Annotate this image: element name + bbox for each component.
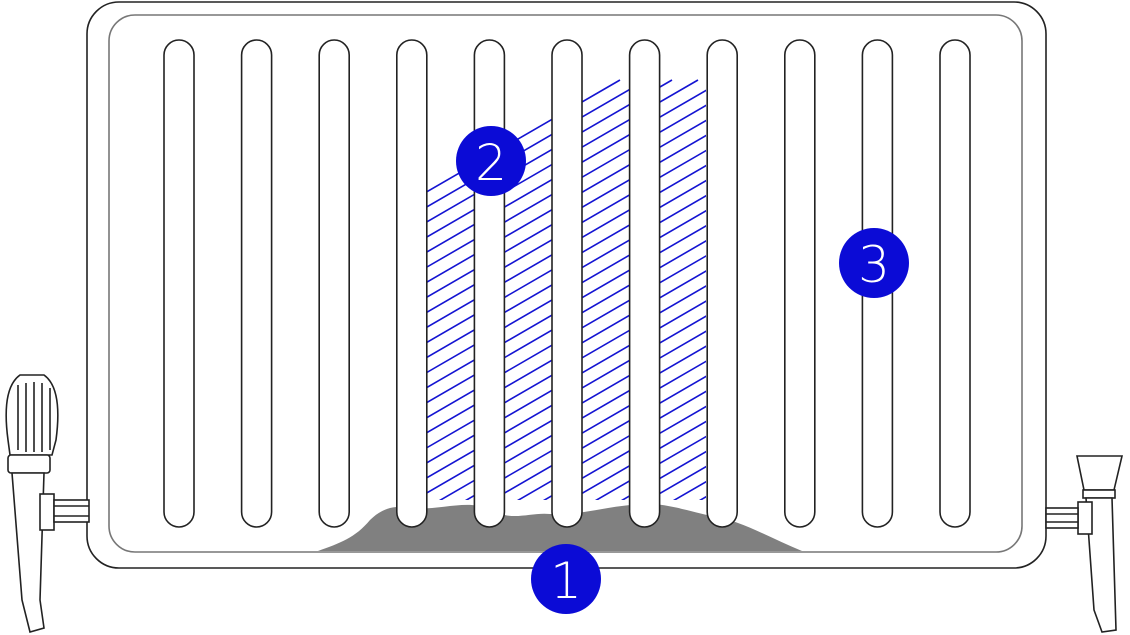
radiator-column bbox=[240, 39, 273, 528]
hatch-line bbox=[1082, 80, 1130, 520]
radiator-column bbox=[939, 39, 971, 528]
badge-2-label: 2 bbox=[475, 134, 507, 192]
badge-1: 1 bbox=[531, 544, 601, 614]
hatch-line bbox=[427, 79, 706, 500]
hatch-line bbox=[427, 79, 706, 500]
hatch-line bbox=[483, 79, 706, 500]
hatch-line bbox=[1108, 80, 1130, 520]
radiator-column bbox=[395, 39, 428, 528]
hatch-line bbox=[427, 79, 706, 500]
lockshield-valve-right bbox=[1045, 455, 1124, 633]
badge-1-circle bbox=[531, 544, 601, 614]
radiator-column bbox=[628, 39, 661, 528]
badge-1-label: 1 bbox=[550, 552, 582, 610]
badge-3-label: 3 bbox=[858, 236, 890, 294]
badge-2-circle bbox=[456, 126, 526, 196]
radiator-column bbox=[318, 39, 351, 528]
hatch-line bbox=[427, 79, 706, 500]
hatch-line bbox=[535, 79, 706, 500]
radiator-column bbox=[551, 39, 583, 528]
radiator-column bbox=[473, 39, 506, 528]
hatch-line bbox=[427, 79, 706, 500]
badge-3: 3 bbox=[839, 228, 909, 298]
radiator-column bbox=[706, 39, 739, 528]
hatch-line bbox=[427, 79, 673, 500]
badge-2: 2 bbox=[456, 126, 526, 196]
hatch-line bbox=[427, 79, 706, 500]
badge-3-circle bbox=[839, 228, 909, 298]
hatch-line bbox=[427, 79, 706, 500]
hatch-line bbox=[427, 79, 706, 500]
hatch-line bbox=[457, 79, 706, 500]
thermostatic-valve-left bbox=[5, 374, 90, 633]
hatch-line bbox=[561, 79, 706, 500]
radiator-column bbox=[163, 39, 195, 528]
hatch-line bbox=[427, 79, 706, 500]
hatch-line bbox=[1056, 80, 1130, 520]
sludge-deposit bbox=[318, 503, 802, 551]
hatch-line bbox=[427, 79, 706, 500]
radiator-column bbox=[783, 39, 816, 528]
